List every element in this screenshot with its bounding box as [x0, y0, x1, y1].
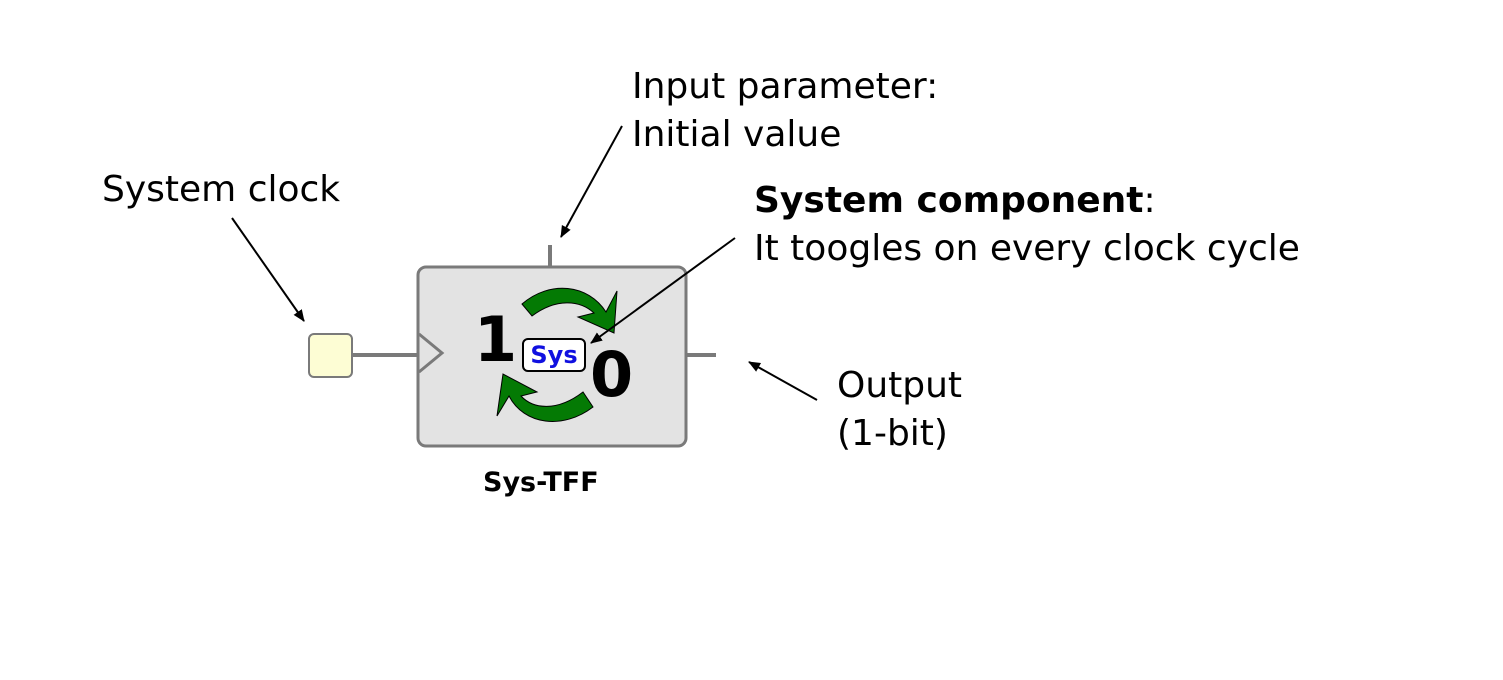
system-clock-arrow	[231, 217, 305, 322]
clock-input-icon	[418, 332, 445, 374]
system-component-colon: :	[1143, 180, 1156, 221]
output-line2: (1-bit)	[837, 413, 948, 454]
system-component-arrow	[590, 237, 736, 344]
digit-left: 1	[474, 303, 517, 376]
digit-right: 0	[590, 338, 633, 411]
output-label: Output (1-bit)	[837, 362, 962, 458]
sys-badge-text: Sys	[530, 341, 577, 369]
system-clock-text: System clock	[102, 169, 341, 210]
input-parameter-label: Input parameter: Initial value	[632, 63, 938, 159]
system-component-line1: System component:	[754, 177, 1300, 225]
block-name-label: Sys-TFF	[483, 467, 599, 498]
system-clock-label: System clock	[102, 166, 340, 214]
system-clock-box[interactable]	[308, 333, 353, 378]
output-line1: Output	[837, 365, 963, 406]
system-component-line2: It toogles on every clock cycle	[754, 228, 1300, 269]
input-parameter-line1: Input parameter:	[632, 66, 939, 107]
system-component-label: System component: It toogles on every cl…	[754, 177, 1300, 273]
sys-badge	[522, 338, 586, 372]
input-parameter-arrow	[560, 125, 623, 238]
toggle-cycle-icon	[496, 287, 618, 422]
output-arrow	[748, 361, 818, 401]
input-parameter-line2: Initial value	[632, 114, 842, 155]
system-component-title: System component	[754, 180, 1144, 221]
